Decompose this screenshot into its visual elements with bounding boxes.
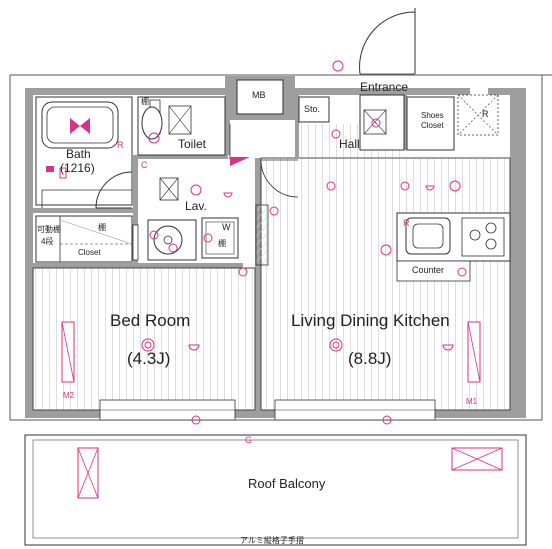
handrail-note: アルミ縦格子手摺 xyxy=(240,536,304,545)
lav-label: Lav. xyxy=(185,199,207,213)
kitchen-counter xyxy=(396,212,511,282)
roof-balcony-label: Roof Balcony xyxy=(248,476,326,491)
entrance-area xyxy=(359,94,405,151)
shoes-closet xyxy=(406,96,455,151)
toilet-fixture xyxy=(137,96,226,156)
toilet-label: Toilet xyxy=(178,137,207,151)
movable-shelf-line1: 可動棚 xyxy=(37,225,61,234)
ldk-size: (8.8J) xyxy=(348,349,392,368)
movable-shelf-line2: 4段 xyxy=(41,237,54,246)
sliding-door-strip xyxy=(255,204,269,266)
light-marker xyxy=(230,157,250,166)
closet-label: Closet xyxy=(78,248,101,257)
electrical-symbols xyxy=(141,60,467,425)
marker-r-kitchen: R xyxy=(403,218,410,228)
vent-box xyxy=(457,94,499,136)
bath-size: (1216) xyxy=(60,161,95,175)
counter-label: Counter xyxy=(412,265,445,275)
storage xyxy=(298,96,330,123)
marker-c: C xyxy=(141,160,148,170)
shelf-label-toilet: 棚 xyxy=(141,97,149,106)
ldk-label: Living Dining Kitchen xyxy=(291,311,450,330)
hall-label: Hall xyxy=(339,137,360,151)
ldk-corridor-door xyxy=(260,159,299,198)
marker-r-fan: R xyxy=(482,109,489,119)
shelf-label-closet: 棚 xyxy=(98,223,106,232)
marker-m1: M1 xyxy=(466,397,478,406)
bath-unit xyxy=(35,96,133,208)
marker-g: G xyxy=(245,435,253,445)
washer-label: W xyxy=(222,222,231,232)
windows xyxy=(99,399,436,421)
entrance-door xyxy=(359,8,416,75)
storage-label: Sto. xyxy=(304,104,321,114)
shelf-label-lav: 棚 xyxy=(218,239,226,248)
lav-area xyxy=(138,159,255,263)
mb-box xyxy=(236,79,284,115)
roof-balcony xyxy=(24,434,527,546)
bed-room-label: Bed Room xyxy=(110,311,191,330)
entrance-label: Entrance xyxy=(360,80,409,94)
mb-label: MB xyxy=(252,90,266,100)
bath-label: Bath xyxy=(66,147,91,161)
bath-door xyxy=(95,171,133,209)
closet xyxy=(35,215,133,263)
marker-r-bath: R xyxy=(117,140,124,150)
shoes-closet-line2: Closet xyxy=(421,121,444,130)
shoes-closet-line1: Shoes xyxy=(421,111,444,120)
bed-room-size: (4.3J) xyxy=(127,349,171,368)
marker-m2: M2 xyxy=(63,391,75,400)
fan-icon xyxy=(70,118,90,134)
